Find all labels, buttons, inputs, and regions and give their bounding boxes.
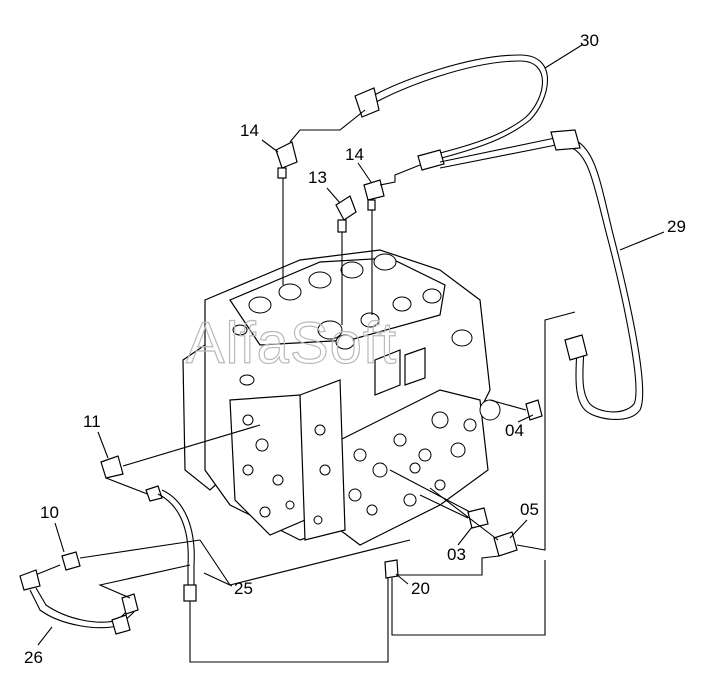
callout-30: 30: [580, 31, 599, 50]
callout-10: 10: [40, 503, 59, 522]
face-bolts: [348, 399, 501, 516]
fitting-20: [384, 559, 546, 636]
callout-14-right: 14: [345, 145, 364, 164]
callout-05: 05: [520, 500, 539, 519]
spool-caps: [232, 253, 473, 386]
callout-04: 04: [505, 421, 524, 440]
leader-lines: [37, 44, 665, 646]
callout-11: 11: [83, 412, 101, 431]
hose-30: [354, 54, 548, 171]
callout-labels: 30 14 14 13 29 11 04 10 05 03 20 25 26: [24, 31, 686, 667]
callout-03: 03: [447, 545, 466, 564]
fitting-05: [388, 311, 576, 576]
fitting-14-right: [363, 164, 421, 315]
hose-29: [439, 129, 644, 421]
hose-25: [145, 485, 411, 663]
hose-26: [19, 564, 191, 635]
callout-26: 26: [24, 648, 43, 667]
callout-29: 29: [667, 217, 686, 236]
fitting-11: [100, 424, 261, 496]
callout-14-left: 14: [240, 121, 259, 140]
fitting-14-left: [275, 109, 366, 179]
callout-25: 25: [234, 579, 253, 598]
callout-20: 20: [411, 579, 430, 598]
pipe-03-link: [389, 469, 471, 513]
fitting-13: [335, 195, 357, 325]
control-valve-block: [182, 249, 501, 546]
fitting-04: [489, 399, 543, 421]
callout-13: 13: [308, 168, 327, 187]
fitting-03: [419, 494, 489, 529]
watermark-text: AlfaSoft: [186, 311, 397, 376]
left-face-bolts: [242, 414, 295, 518]
pipe-05-link: [429, 487, 499, 541]
fitting-10: [61, 539, 201, 571]
